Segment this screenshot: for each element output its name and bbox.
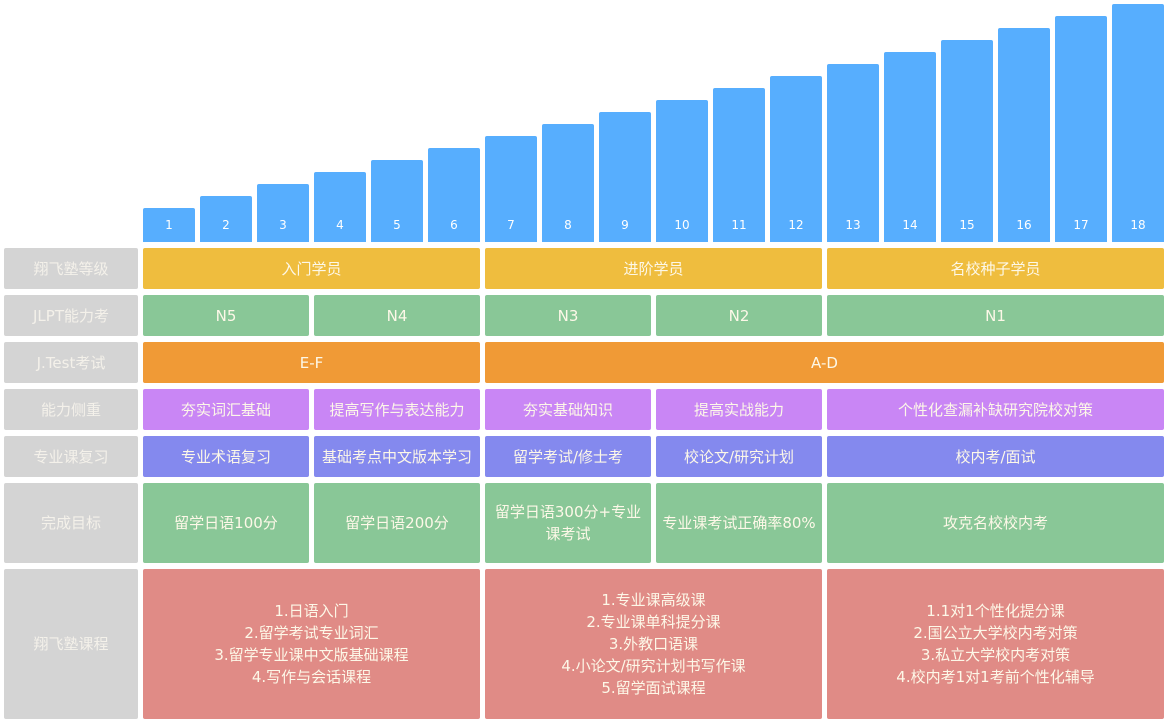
row-cell: E-F xyxy=(143,342,480,383)
level-bar: 18 xyxy=(1112,4,1164,242)
row-cell: 名校种子学员 xyxy=(827,248,1164,289)
level-number: 10 xyxy=(674,218,690,232)
row-cell: 提高实战能力 xyxy=(656,389,822,430)
row-cell: 专业术语复习 xyxy=(143,436,309,477)
level-number: 18 xyxy=(1130,218,1146,232)
level-number: 16 xyxy=(1016,218,1032,232)
level-number: 4 xyxy=(336,218,344,232)
level-bar: 15 xyxy=(941,40,993,242)
row-cell: 专业课考试正确率80% xyxy=(656,483,822,563)
row-cell: 夯实基础知识 xyxy=(485,389,651,430)
row-cell: 1.1对1个性化提分课 2.国公立大学校内考对策 3.私立大学校内考对策 4.校… xyxy=(827,569,1164,719)
row-cell: 入门学员 xyxy=(143,248,480,289)
row-cell: N2 xyxy=(656,295,822,336)
level-bar: 13 xyxy=(827,64,879,242)
row-label: 能力侧重 xyxy=(4,389,138,430)
row-cell: A-D xyxy=(485,342,1164,383)
level-bar: 16 xyxy=(998,28,1050,242)
level-number: 17 xyxy=(1073,218,1089,232)
level-bar: 4 xyxy=(314,172,366,242)
row-label: 完成目标 xyxy=(4,483,138,563)
row-cell: 校内考/面试 xyxy=(827,436,1164,477)
level-bar: 5 xyxy=(371,160,423,242)
level-bar: 2 xyxy=(200,196,252,242)
level-number: 2 xyxy=(222,218,230,232)
level-bar: 1 xyxy=(143,208,195,242)
level-number: 14 xyxy=(902,218,918,232)
row-cell: 1.日语入门 2.留学考试专业词汇 3.留学专业课中文版基础课程 4.写作与会话… xyxy=(143,569,480,719)
row-label: J.Test考试 xyxy=(4,342,138,383)
row-cell: 留学日语300分+专业 课考试 xyxy=(485,483,651,563)
level-bar: 9 xyxy=(599,112,651,242)
row-cell: 提高写作与表达能力 xyxy=(314,389,480,430)
row-cell: 进阶学员 xyxy=(485,248,822,289)
row-cell: N4 xyxy=(314,295,480,336)
row-label: JLPT能力考 xyxy=(4,295,138,336)
level-bar: 14 xyxy=(884,52,936,242)
level-number: 9 xyxy=(621,218,629,232)
level-number: 13 xyxy=(845,218,861,232)
level-bar: 11 xyxy=(713,88,765,242)
level-number: 15 xyxy=(959,218,975,232)
row-cell: 夯实词汇基础 xyxy=(143,389,309,430)
level-number: 1 xyxy=(165,218,173,232)
level-bar: 10 xyxy=(656,100,708,242)
row-cell: N3 xyxy=(485,295,651,336)
row-cell: 留学日语100分 xyxy=(143,483,309,563)
level-bar: 8 xyxy=(542,124,594,242)
level-number: 7 xyxy=(507,218,515,232)
level-bar: 12 xyxy=(770,76,822,242)
level-number: 3 xyxy=(279,218,287,232)
level-number: 5 xyxy=(393,218,401,232)
level-number: 12 xyxy=(788,218,804,232)
row-cell: 校论文/研究计划 xyxy=(656,436,822,477)
row-cell: 留学考试/修士考 xyxy=(485,436,651,477)
row-cell: N5 xyxy=(143,295,309,336)
row-label: 专业课复习 xyxy=(4,436,138,477)
row-label: 翔飞塾等级 xyxy=(4,248,138,289)
level-number: 6 xyxy=(450,218,458,232)
row-cell: 留学日语200分 xyxy=(314,483,480,563)
row-cell: 基础考点中文版本学习 xyxy=(314,436,480,477)
row-label: 翔飞塾课程 xyxy=(4,569,138,719)
level-bar: 3 xyxy=(257,184,309,242)
level-number: 11 xyxy=(731,218,747,232)
level-bar: 17 xyxy=(1055,16,1107,242)
row-cell: 攻克名校校内考 xyxy=(827,483,1164,563)
level-bar: 6 xyxy=(428,148,480,242)
row-cell: 个性化查漏补缺研究院校对策 xyxy=(827,389,1164,430)
level-bar: 7 xyxy=(485,136,537,242)
row-cell: N1 xyxy=(827,295,1164,336)
row-cell: 1.专业课高级课 2.专业课单科提分课 3.外教口语课 4.小论文/研究计划书写… xyxy=(485,569,822,719)
level-number: 8 xyxy=(564,218,572,232)
